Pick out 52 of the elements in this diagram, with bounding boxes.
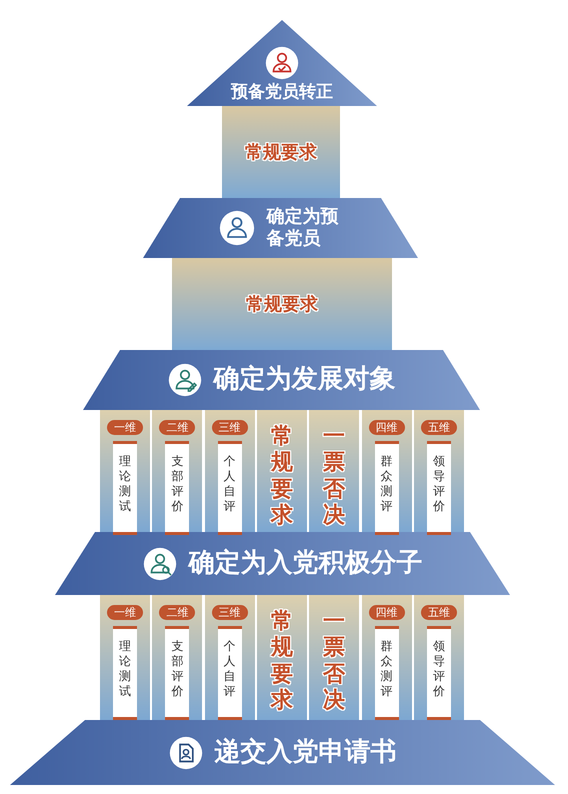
scroll-label: 支部评价 bbox=[165, 626, 190, 720]
stage-title: 确定为入党积极分子 bbox=[188, 548, 422, 580]
roof-band bbox=[83, 350, 480, 410]
stage-title: 确定为预备党员 bbox=[266, 206, 340, 250]
dimension-tag: 四维 bbox=[368, 420, 404, 435]
dimension-tag: 三维 bbox=[212, 605, 248, 620]
dimension-tag: 一维 bbox=[107, 605, 143, 620]
pillar bbox=[204, 595, 255, 720]
dimension-tag: 二维 bbox=[159, 420, 196, 435]
pillar bbox=[414, 410, 464, 532]
pillar bbox=[256, 410, 307, 532]
pillar bbox=[309, 410, 360, 532]
pillar bbox=[309, 595, 360, 720]
scroll-label: 支部评价 bbox=[165, 441, 190, 535]
stage-title: 递交入党申请书 bbox=[214, 736, 396, 768]
roof-band bbox=[187, 20, 377, 106]
pillar bbox=[256, 595, 307, 720]
requirement-heading: 常规要求 bbox=[270, 424, 293, 530]
scroll-label: 理论测试 bbox=[113, 626, 137, 720]
pillar bbox=[100, 595, 150, 720]
roof-band bbox=[143, 198, 418, 258]
pillar bbox=[222, 106, 340, 198]
scroll-label: 群众测评 bbox=[374, 441, 398, 535]
pillar bbox=[414, 595, 464, 720]
dimension-tag: 四维 bbox=[368, 605, 404, 620]
pillar bbox=[172, 258, 392, 350]
roof-band bbox=[10, 720, 555, 785]
pillar bbox=[100, 410, 150, 532]
dimension-tag: 五维 bbox=[420, 605, 457, 620]
requirement-heading: 常规要求 bbox=[245, 141, 317, 164]
dimension-tag: 五维 bbox=[420, 420, 457, 435]
requirement-heading: 一票否决 bbox=[323, 609, 346, 715]
pillar bbox=[152, 410, 202, 532]
scroll-label: 群众测评 bbox=[374, 626, 398, 720]
dimension-tag: 三维 bbox=[212, 420, 248, 435]
scroll-label: 个人自评 bbox=[218, 441, 242, 535]
scroll-label: 理论测试 bbox=[113, 441, 137, 535]
requirement-heading: 一票否决 bbox=[323, 424, 346, 530]
roof-band bbox=[55, 532, 510, 595]
dimension-tag: 二维 bbox=[159, 605, 196, 620]
pillar bbox=[362, 595, 412, 720]
requirement-heading: 常规要求 bbox=[246, 293, 318, 316]
pillar bbox=[362, 410, 412, 532]
scroll-label: 领导评价 bbox=[426, 626, 451, 720]
stage-title: 预备党员转正 bbox=[231, 82, 333, 102]
scroll-label: 领导评价 bbox=[426, 441, 451, 535]
pillar bbox=[152, 595, 202, 720]
scroll-label: 个人自评 bbox=[218, 626, 242, 720]
stage-title: 确定为发展对象 bbox=[214, 364, 396, 396]
pillar bbox=[204, 410, 255, 532]
dimension-tag: 一维 bbox=[107, 420, 143, 435]
requirement-heading: 常规要求 bbox=[270, 609, 293, 715]
